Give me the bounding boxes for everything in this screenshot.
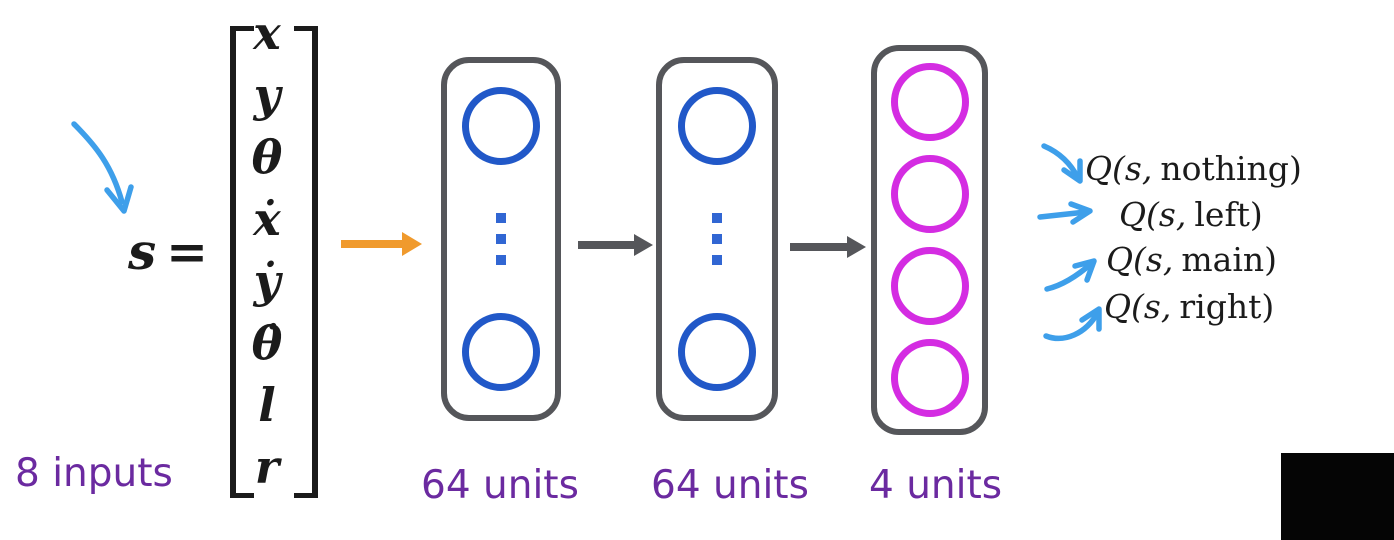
vector-entry: r [254, 440, 280, 494]
hidden-layer-2 [656, 57, 778, 421]
hidden2-units-label: 64 units [651, 463, 809, 508]
vector-entry: l [258, 378, 276, 432]
q-suffix: ) [1288, 149, 1302, 188]
output-layer [871, 45, 988, 435]
neuron-circle [678, 87, 756, 165]
output-neuron-circle [890, 155, 969, 233]
q-suffix: ) [1249, 195, 1263, 234]
neuron-circle [678, 313, 756, 391]
q-arrow-right [1043, 306, 1102, 342]
q-value-right: Q(s,right) [1104, 287, 1275, 326]
neuron-circle [462, 313, 540, 391]
state-symbol: s [128, 222, 157, 281]
q-action: right [1179, 287, 1262, 326]
q-action: left [1194, 195, 1250, 234]
output-neuron-circle [890, 339, 969, 417]
vector-entry: x [253, 6, 281, 60]
black-corner-block [1281, 453, 1394, 540]
q-prefix: Q(s, [1119, 195, 1187, 234]
output-units-label: 4 units [869, 463, 1003, 508]
q-prefix: Q(s, [1085, 149, 1153, 188]
vector-entry: y [253, 68, 281, 122]
q-value-main: Q(s,main) [1106, 240, 1278, 279]
q-prefix: Q(s, [1106, 240, 1174, 279]
hidden1-units-label: 64 units [421, 463, 579, 508]
state-equation: s= [128, 222, 208, 281]
neuron-circle [462, 87, 540, 165]
ellipsis-dots [712, 213, 722, 265]
input-arrow [341, 232, 422, 256]
inputs-count-label: 8 inputs [15, 451, 173, 496]
vector-entry: θ [251, 130, 283, 184]
state-pointer-arrow [71, 121, 134, 214]
hidden2-to-output-arrow [790, 236, 866, 258]
hidden-layer-1 [441, 57, 561, 421]
hidden1-to-hidden2-arrow [578, 234, 653, 256]
q-value-left: Q(s,left) [1119, 195, 1263, 234]
q-prefix: Q(s, [1104, 287, 1172, 326]
equals-sign: = [166, 222, 209, 281]
q-suffix: ) [1261, 287, 1275, 326]
output-neuron-circle [890, 63, 969, 141]
vector-right-bracket [294, 26, 318, 498]
vector-entry: ẏ [253, 254, 281, 308]
q-value-nothing: Q(s,nothing) [1085, 149, 1302, 188]
q-arrow-main [1044, 258, 1097, 292]
q-action: nothing [1160, 149, 1289, 188]
state-vector: x y θ ẋ ẏ θ̇ l r [238, 5, 296, 495]
vector-entry: θ̇ [251, 316, 283, 370]
ellipsis-dots [496, 213, 506, 265]
output-neuron-circle [890, 247, 969, 325]
vector-left-bracket [230, 26, 254, 498]
q-arrow-nothing [1041, 143, 1083, 184]
q-suffix: ) [1264, 240, 1278, 279]
vector-entry: ẋ [253, 192, 281, 246]
q-arrow-left [1037, 201, 1093, 225]
q-action: main [1181, 240, 1265, 279]
